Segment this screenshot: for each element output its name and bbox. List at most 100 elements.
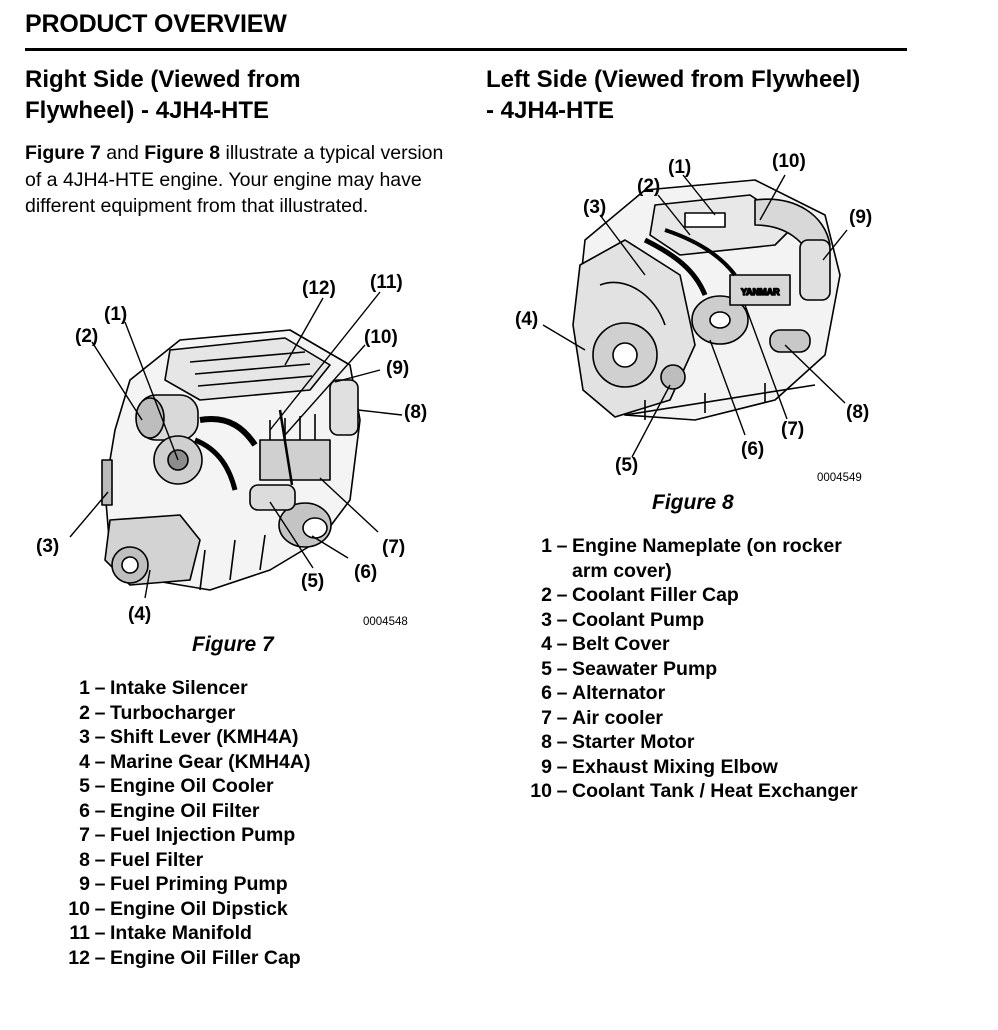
fig7-legend-item: 8–Fuel Filter: [60, 848, 310, 873]
fig7-legend-number: 3: [79, 726, 90, 748]
fig7-legend-dash: –: [94, 922, 106, 944]
fig8-legend-item: 2–Coolant Filler Cap: [522, 583, 858, 608]
fig7-legend-item: 9–Fuel Priming Pump: [60, 872, 310, 897]
figure-7-engine-illustration: (1) (2) (3) (4) (5) (6) (7) (8) (9) (10)…: [30, 270, 430, 640]
fig7-legend-item: 12–Engine Oil Filler Cap: [60, 946, 310, 971]
fig8-legend-label-continued: arm cover): [572, 559, 672, 582]
fig8-legend-item: 5–Seawater Pump: [522, 657, 858, 682]
fig8-legend-item: 10–Coolant Tank / Heat Exchanger: [522, 779, 858, 804]
fig7-legend-dash: –: [94, 946, 106, 969]
fig7-legend-number: 9: [79, 873, 90, 895]
fig8-callout-5: (5): [615, 455, 638, 476]
figure8-ref: Figure 8: [144, 142, 221, 164]
fig7-legend-number: 2: [79, 701, 90, 724]
fig8-legend-label: Coolant Pump: [572, 608, 705, 631]
intro-paragraph: Figure 7 and Figure 8 illustrate a typic…: [25, 140, 455, 220]
fig7-callout-10: (10): [364, 327, 398, 348]
fig7-legend-label: Fuel Priming Pump: [110, 873, 288, 895]
fig7-callout-9: (9): [386, 358, 409, 379]
fig7-legend-label: Shift Lever (KMH4A): [110, 726, 299, 748]
intro-text: illustrate a typical version of a 4JH4-H…: [25, 142, 444, 217]
figure-8-engine-illustration: YANMAR (1) (2) (3): [505, 145, 885, 490]
fig7-legend-number: 7: [79, 824, 90, 846]
fig7-legend-label: Fuel Injection Pump: [110, 824, 296, 846]
fig8-legend-dash: –: [556, 657, 568, 680]
fig8-callout-10: (10): [772, 151, 806, 172]
fig8-legend-dash: –: [556, 608, 568, 631]
fig8-callout-6: (6): [741, 439, 764, 460]
fig7-legend-number: 10: [68, 897, 90, 920]
fig8-legend-number: 5: [541, 657, 552, 680]
fig7-callout-1: (1): [104, 304, 127, 325]
fig7-legend-dash: –: [94, 750, 106, 773]
fig7-legend-item: 11–Intake Manifold: [60, 921, 310, 946]
fig7-legend-label: Engine Oil Dipstick: [110, 897, 288, 920]
engine-left-side-drawing: YANMAR (1) (2) (3): [515, 151, 872, 484]
fig7-callout-8: (8): [404, 402, 427, 423]
fig7-legend-dash: –: [94, 701, 106, 724]
fig7-legend-label: Engine Oil Cooler: [110, 775, 274, 797]
fig8-brand-text: YANMAR: [741, 287, 780, 297]
fig8-legend-item: 1–Engine Nameplate (on rocker: [522, 534, 858, 559]
figure-7-caption: Figure 7: [192, 633, 274, 656]
title-rule: [25, 48, 907, 51]
fig7-legend-dash: –: [94, 726, 106, 748]
fig7-legend-dash: –: [94, 873, 106, 895]
fig7-legend-number: 1: [79, 677, 90, 699]
fig7-legend-dash: –: [94, 848, 106, 871]
fig7-legend-item: 7–Fuel Injection Pump: [60, 823, 310, 848]
engine-right-side-drawing: (1) (2) (3) (4) (5) (6) (7) (8) (9) (10)…: [36, 272, 427, 628]
fig8-legend-item: 4–Belt Cover: [522, 632, 858, 657]
fig8-legend-dash: –: [556, 633, 568, 655]
fig7-legend-number: 12: [68, 946, 90, 969]
fig8-callout-2: (2): [637, 176, 660, 197]
fig7-legend-item: 10–Engine Oil Dipstick: [60, 897, 310, 922]
fig7-legend-number: 5: [79, 775, 90, 797]
fig8-legend-label: Coolant Filler Cap: [572, 584, 739, 606]
fig8-legend-label: Engine Nameplate (on rocker: [572, 535, 842, 557]
fig8-callout-4: (4): [515, 309, 538, 330]
fig8-legend-label: Exhaust Mixing Elbow: [572, 755, 778, 778]
fig7-legend-dash: –: [94, 799, 106, 822]
fig7-callout-12: (12): [302, 278, 336, 299]
fig8-legend-item: 3–Coolant Pump: [522, 608, 858, 633]
fig7-legend-label: Fuel Filter: [110, 848, 204, 871]
fig8-callout-7: (7): [781, 419, 804, 440]
fig7-callout-2: (2): [75, 326, 98, 347]
fig8-legend-dash: –: [556, 755, 568, 778]
right-side-title-line2: Flywheel) - 4JH4-HTE: [25, 97, 270, 124]
fig8-legend-item: 9–Exhaust Mixing Elbow: [522, 755, 858, 780]
fig7-legend-item: 4–Marine Gear (KMH4A): [60, 750, 310, 775]
fig8-legend-label: Air cooler: [572, 706, 664, 729]
left-side-title-line2: - 4JH4-HTE: [486, 97, 615, 124]
fig7-legend-label: Intake Manifold: [110, 922, 252, 944]
fig7-legend-label: Marine Gear (KMH4A): [110, 750, 311, 773]
fig8-legend-label: Coolant Tank / Heat Exchanger: [572, 780, 858, 802]
left-side-title: Left Side (Viewed from Flywheel) - 4JH4-…: [486, 64, 926, 126]
fig7-legend-number: 4: [79, 750, 90, 773]
fig8-legend-number: 6: [541, 682, 552, 704]
fig7-legend-number: 8: [79, 848, 90, 871]
fig7-callout-6: (6): [354, 562, 377, 583]
fig7-legend-item: 3–Shift Lever (KMH4A): [60, 725, 310, 750]
fig8-legend-dash: –: [556, 731, 568, 753]
fig7-callout-3: (3): [36, 536, 59, 557]
fig7-legend-label: Engine Oil Filter: [110, 799, 260, 822]
fig8-legend-dash: –: [556, 706, 568, 729]
fig8-image-number: 0004549: [817, 472, 862, 484]
fig8-legend-number: 10: [530, 780, 552, 802]
fig8-callout-3: (3): [583, 197, 606, 218]
fig8-legend-number: 1: [541, 535, 552, 557]
fig8-callout-8: (8): [846, 402, 869, 423]
fig7-image-number: 0004548: [363, 616, 408, 628]
fig8-legend-label: Belt Cover: [572, 633, 670, 655]
fig8-legend-item: 8–Starter Motor: [522, 730, 858, 755]
fig7-legend-number: 11: [69, 922, 90, 944]
fig8-callout-9: (9): [849, 207, 872, 228]
right-side-title-line1: Right Side (Viewed from: [25, 66, 301, 93]
fig7-legend-item: 1–Intake Silencer: [60, 676, 310, 701]
fig8-legend-item: 6–Alternator: [522, 681, 858, 706]
fig7-legend-item: 5–Engine Oil Cooler: [60, 774, 310, 799]
